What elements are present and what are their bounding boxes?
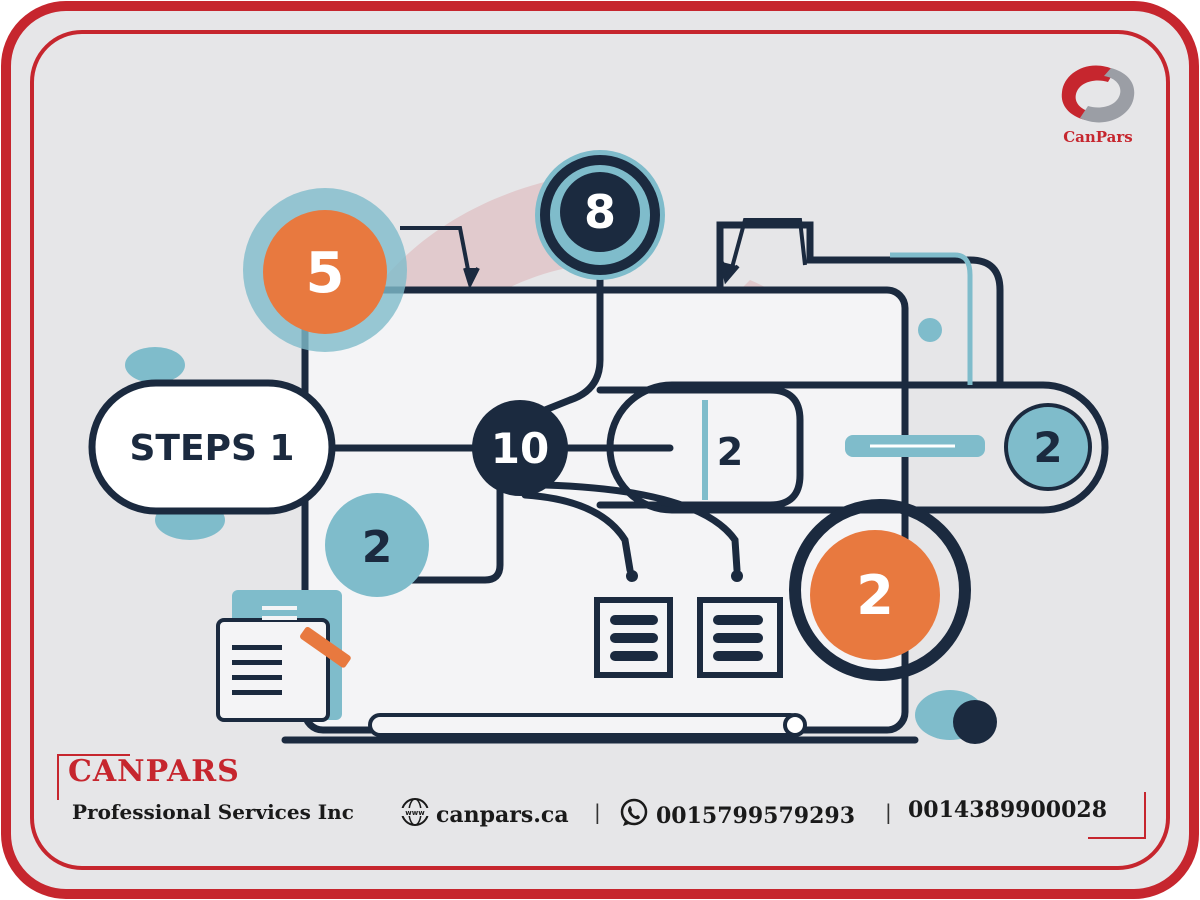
doc-icon-left xyxy=(594,597,673,678)
inner-frame xyxy=(30,30,1170,870)
whatsapp-icon xyxy=(618,797,650,835)
globe-www-icon: www xyxy=(400,797,430,833)
brand-name: CANPARS xyxy=(68,754,240,789)
bottom-right-dot xyxy=(953,700,997,744)
footer-bracket-left xyxy=(57,754,130,800)
bottom-slider-knob xyxy=(783,713,807,737)
canpars-logo-icon xyxy=(1061,65,1135,123)
separator-2: | xyxy=(885,800,892,824)
middle-tab-label: 2 xyxy=(717,430,743,474)
hub-label: 10 xyxy=(491,424,549,473)
orange-top-label: 5 xyxy=(306,241,345,306)
doc-pin-right xyxy=(731,570,743,582)
website-contact[interactable]: www canpars.ca xyxy=(400,797,569,833)
whatsapp-contact[interactable]: 0015799579293 xyxy=(618,797,855,835)
doc-pin-left xyxy=(626,570,638,582)
top-ring-border xyxy=(540,155,660,275)
top-circle-label: 8 xyxy=(584,185,616,239)
left-blob-top xyxy=(125,347,185,383)
logo-caption: CanPars xyxy=(1063,128,1133,146)
website-text: canpars.ca xyxy=(436,802,569,828)
bottom-slider-track xyxy=(368,713,802,737)
footer-bracket-right xyxy=(1088,792,1146,839)
svg-text:www: www xyxy=(405,809,425,817)
phone-number: 0014389900028 xyxy=(908,797,1107,823)
arrow-lines xyxy=(400,218,807,290)
separator-1: | xyxy=(594,800,601,824)
right-loop-accent xyxy=(890,252,973,385)
doc-icon-right xyxy=(697,597,783,678)
left-small-circle xyxy=(325,493,429,597)
steps-pill xyxy=(88,379,336,515)
top-circle xyxy=(560,172,640,252)
phone-contact[interactable]: 0014389900028 xyxy=(908,797,1107,823)
whatsapp-number: 0015799579293 xyxy=(656,803,855,829)
small-dot xyxy=(918,318,942,342)
orange-top-circle xyxy=(263,210,387,334)
right-circle xyxy=(1004,403,1092,491)
brand-subtitle: Professional Services Inc xyxy=(72,800,354,824)
hub-circle xyxy=(472,400,568,496)
orange-bottom-circle xyxy=(810,530,940,660)
orange-bottom-label: 2 xyxy=(856,564,894,627)
clipboard-icon xyxy=(216,590,351,722)
connectors xyxy=(281,221,1004,744)
start-label: STEPS 1 xyxy=(130,428,295,469)
left-small-label: 2 xyxy=(362,522,393,573)
right-circle-label: 2 xyxy=(1033,423,1062,472)
orange-bottom-ring xyxy=(789,499,971,681)
